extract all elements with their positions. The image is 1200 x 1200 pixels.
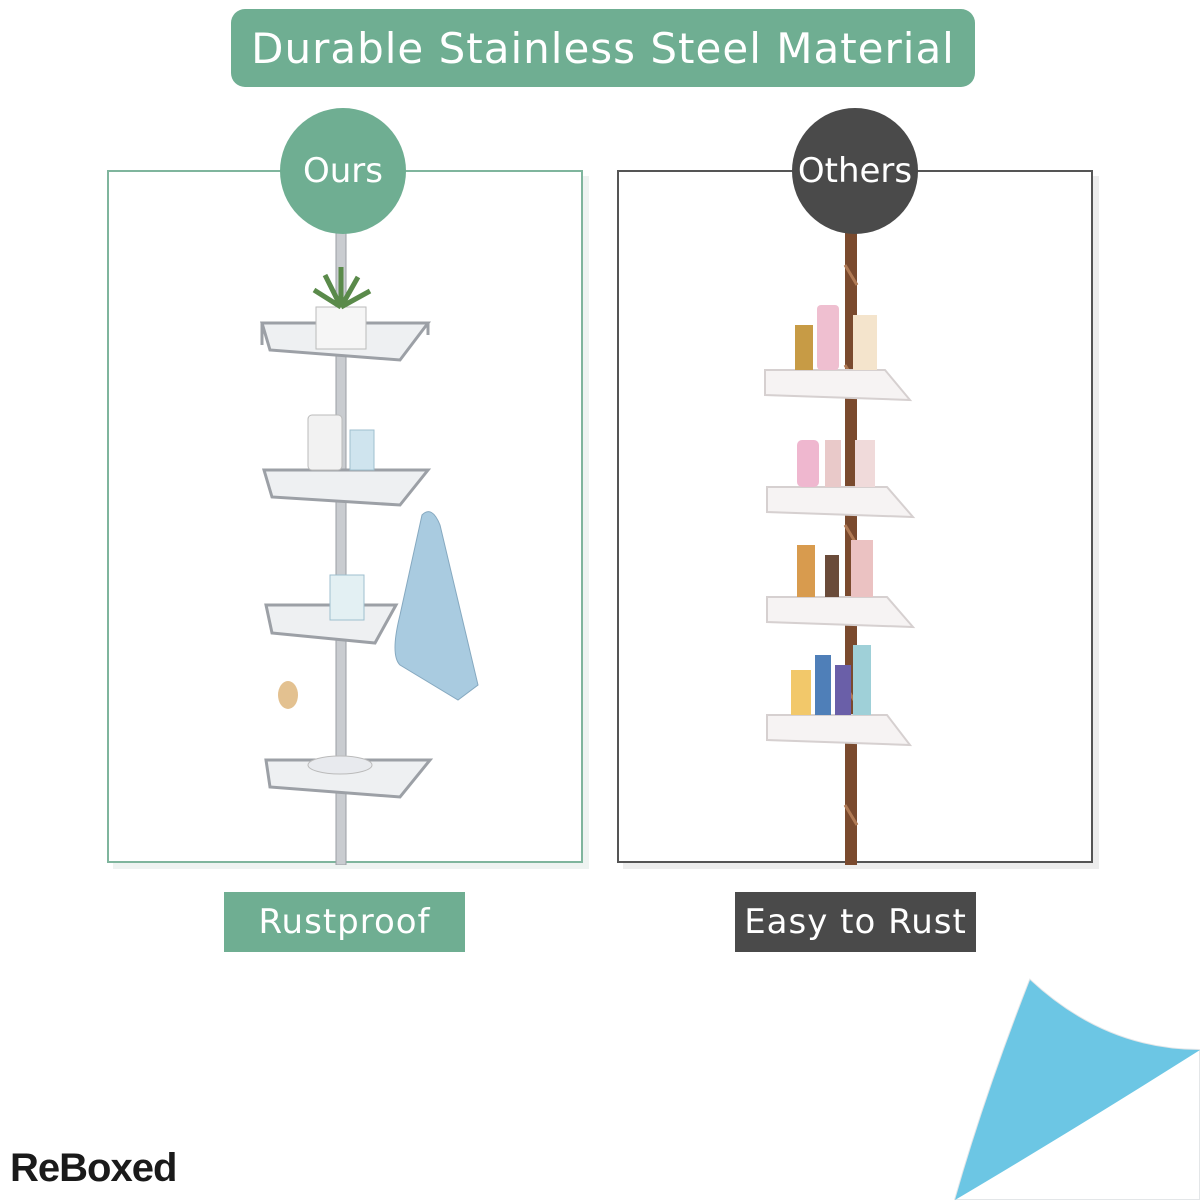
others-badge-label: Others: [797, 151, 913, 191]
stainless-shower-caddy-image: [259, 225, 479, 865]
rusty-shower-caddy-image: [764, 225, 916, 865]
ours-badge-label: Ours: [302, 151, 383, 191]
reboxed-logo: ReBoxed: [10, 1146, 177, 1191]
easy-to-rust-label: Easy to Rust: [735, 892, 976, 952]
page-curl-icon: [953, 978, 1200, 1200]
easy-to-rust-text: Easy to Rust: [744, 902, 967, 942]
others-badge: Others: [792, 108, 918, 234]
reboxed-logo-text: ReBoxed: [10, 1146, 177, 1190]
page-title: Durable Stainless Steel Material: [251, 23, 955, 73]
rustproof-text: Rustproof: [258, 902, 431, 942]
ours-badge: Ours: [280, 108, 406, 234]
title-banner: Durable Stainless Steel Material: [231, 9, 975, 87]
rustproof-label: Rustproof: [224, 892, 465, 952]
